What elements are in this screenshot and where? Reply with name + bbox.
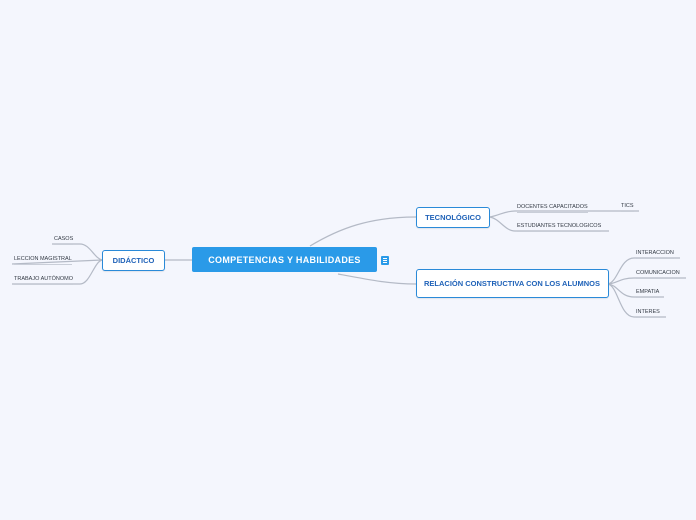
connector-didactico-trabajo — [12, 259, 103, 285]
leaf-estudiantes-tecnologicos[interactable]: ESTUDIANTES TECNOLOGICOS — [517, 222, 602, 232]
leaf-casos[interactable]: CASOS — [54, 235, 74, 245]
connector-relacion-interaccion — [607, 257, 680, 285]
leaf-docentes-capacitados[interactable]: DOCENTES CAPACITADOS — [517, 203, 588, 213]
branch-didactico[interactable]: DIDÁCTICO — [102, 250, 165, 271]
note-icon[interactable] — [381, 256, 389, 265]
branch-didactico-label: DIDÁCTICO — [112, 256, 155, 265]
branch-tecnologico-label: TECNOLÓGICO — [425, 213, 481, 222]
connector-tecnologico-docentes — [489, 210, 594, 218]
leaf-trabajo-autonomo[interactable]: TRABAJO AUTÓNOMO — [14, 275, 73, 285]
root-topic-label: COMPETENCIAS Y HABILIDADES — [208, 254, 361, 265]
branch-tecnologico[interactable]: TECNOLÓGICO — [416, 207, 490, 228]
connector-relacion-empatia — [607, 283, 664, 298]
connector-relacion-interes — [607, 283, 666, 318]
branch-relacion-constructiva[interactable]: RELACIÓN CONSTRUCTIVA CON LOS ALUMNOS — [416, 269, 609, 298]
connector-root-tecnologico — [309, 216, 417, 247]
branch-relacion-label: RELACIÓN CONSTRUCTIVA CON LOS ALUMNOS — [424, 279, 600, 288]
connector-didactico-casos — [52, 243, 103, 261]
root-topic[interactable]: COMPETENCIAS Y HABILIDADES — [192, 247, 377, 272]
leaf-comunicacion[interactable]: COMUNICACION — [636, 269, 680, 279]
leaf-interes[interactable]: INTERES — [636, 308, 660, 318]
connector-root-relacion — [337, 273, 417, 285]
connector-relacion-comunicacion — [607, 277, 686, 285]
connector-tecnologico-estudiantes — [489, 216, 609, 232]
leaf-interaccion[interactable]: INTERACCION — [636, 249, 674, 259]
leaf-tics[interactable]: TICS — [621, 202, 634, 212]
leaf-leccion-magistral[interactable]: LECCION MAGISTRAL — [14, 255, 72, 265]
connector-didactico-leccion — [11, 259, 103, 265]
leaf-empatia[interactable]: EMPATIA — [636, 288, 660, 298]
